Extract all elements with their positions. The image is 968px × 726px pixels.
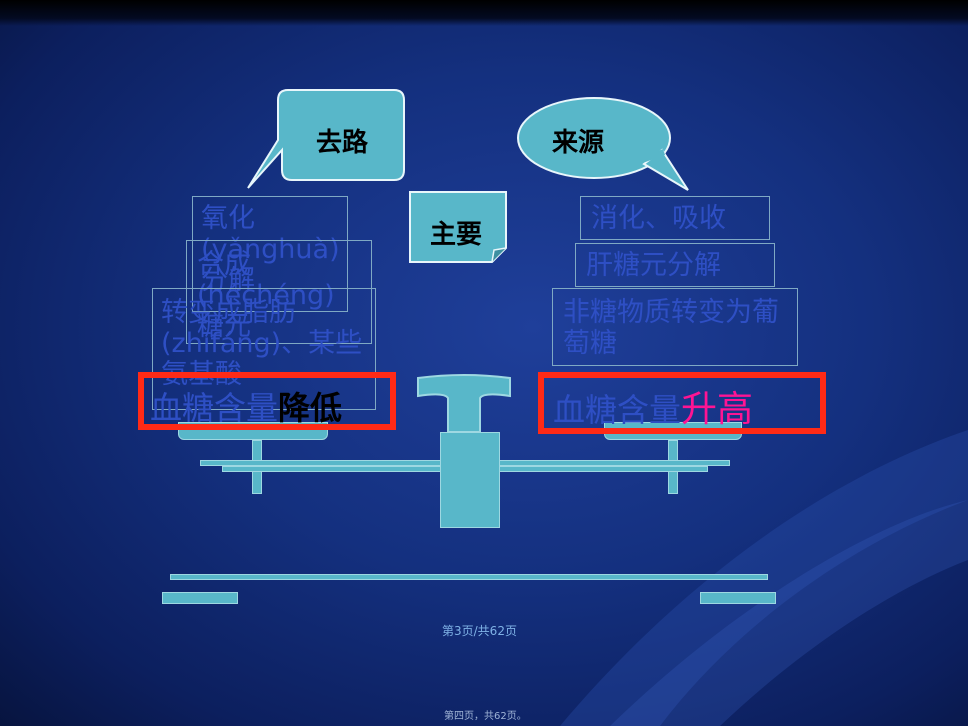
right-item-gluconeogenesis-text: 非糖物质转变为葡萄糖 <box>563 297 779 359</box>
left-result-box <box>138 372 396 430</box>
left-result-text: 血糖含量降低 <box>150 390 342 426</box>
right-speech-bubble <box>517 97 689 191</box>
left-item-synthesis-text: 合成(héchéng)糖元 <box>197 249 335 342</box>
center-note-shape <box>409 191 507 263</box>
left-item-synthesis: 合成(héchéng)糖元 <box>186 240 372 344</box>
left-result-prefix: 血糖含量 <box>150 389 279 427</box>
right-item-digestion-text: 消化、吸收 <box>591 203 726 234</box>
right-result-text: 血糖含量升高 <box>553 389 754 430</box>
left-result-emphasis: 降低 <box>278 389 343 427</box>
left-bubble-label: 去路 <box>316 128 369 158</box>
right-result-box <box>538 372 826 434</box>
right-item-glycogenolysis: 肝糖元分解 <box>575 243 775 287</box>
right-result-emphasis: 升高 <box>681 389 754 430</box>
top-dark-band <box>0 0 968 26</box>
left-speech-bubble <box>247 89 405 189</box>
left-item-oxidation-text: 氧化(yǎnghuà)分解 <box>201 203 340 296</box>
right-item-glycogenolysis-text: 肝糖元分解 <box>586 250 721 281</box>
bottom-caption: 第四页，共62页。 <box>444 711 527 722</box>
left-item-conversion: 转变成脂肪(zhīfáng)、某些氨基酸 <box>152 288 376 410</box>
scale-base-line <box>170 574 768 580</box>
scale-fulcrum-cap <box>417 374 511 433</box>
scale-left-foot <box>162 592 238 604</box>
left-item-conversion-text: 转变成脂肪(zhīfáng)、某些氨基酸 <box>161 297 363 390</box>
center-label: 主要 <box>430 220 483 250</box>
page-number: 第3页/共62页 <box>442 624 517 638</box>
scale-right-foot <box>700 592 776 604</box>
right-bubble-label: 来源 <box>552 128 605 158</box>
right-item-gluconeogenesis: 非糖物质转变为葡萄糖 <box>552 288 798 366</box>
right-item-digestion: 消化、吸收 <box>580 196 770 240</box>
scale-pillar <box>440 432 500 528</box>
right-result-prefix: 血糖含量 <box>553 391 682 429</box>
left-item-oxidation: 氧化(yǎnghuà)分解 <box>192 196 348 312</box>
